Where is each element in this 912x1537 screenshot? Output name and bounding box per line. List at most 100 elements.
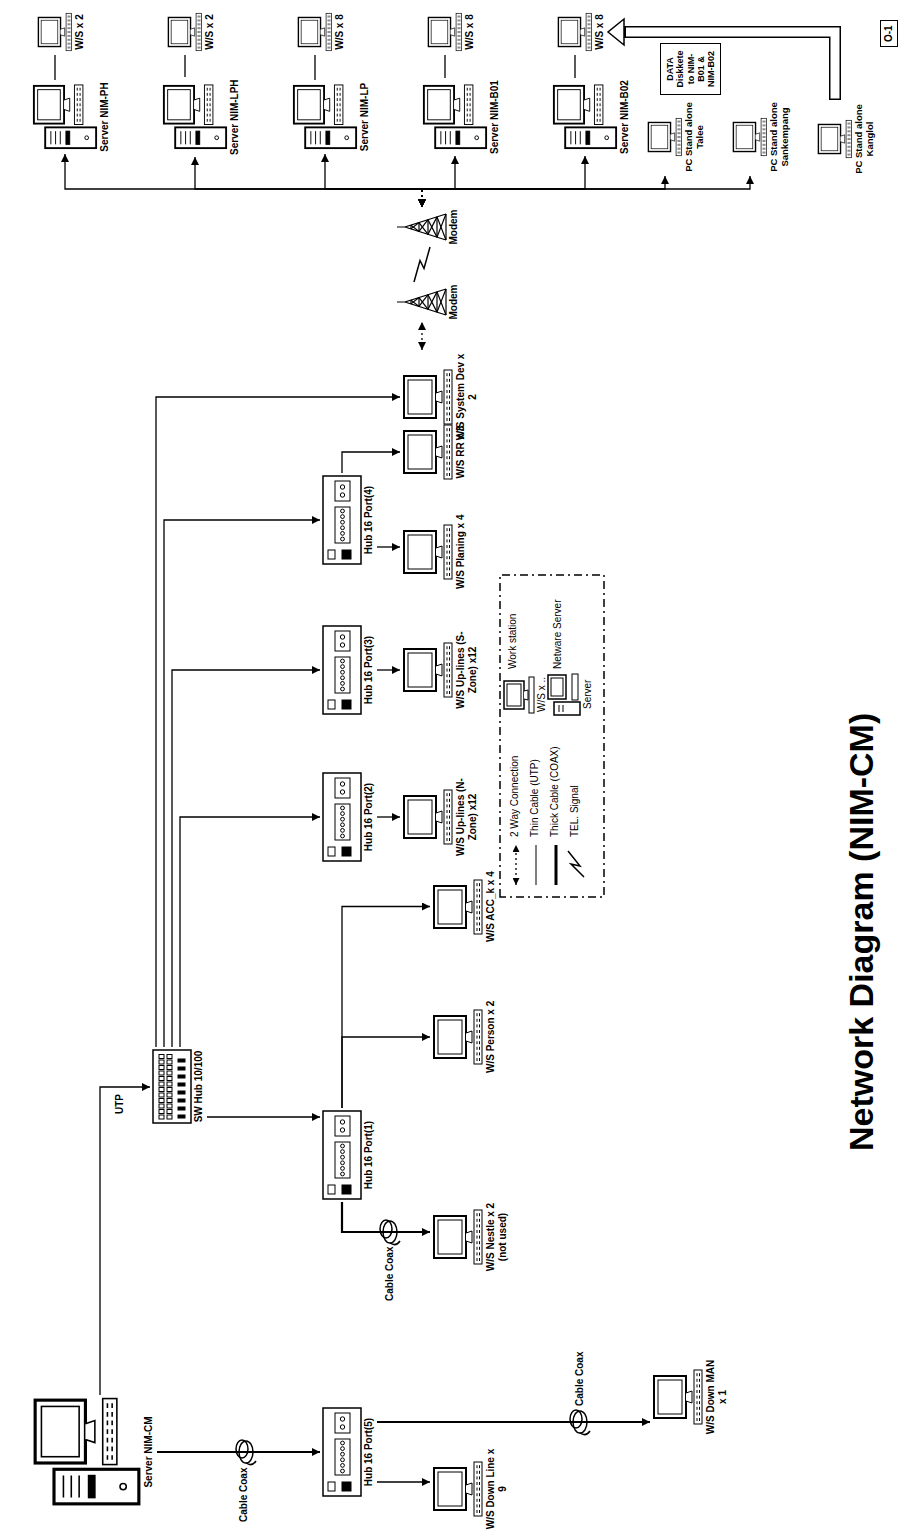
cable-label: Cable Coax (384, 1246, 396, 1302)
legend-two-way-sample (515, 845, 516, 885)
icon-holder (397, 284, 447, 320)
icon-holder (397, 209, 447, 245)
icon-holder (32, 1397, 142, 1507)
icon-holder (432, 871, 484, 942)
node-label: Modem (448, 209, 460, 245)
workstation-node: W/S Nestle x 2 (not used) (430, 1194, 510, 1280)
standalone-pc: PC Stand alone Kanglol (815, 100, 878, 178)
icon-holder (162, 79, 228, 155)
icon-holder (322, 1407, 362, 1497)
legend-workstation-icon (504, 677, 534, 713)
icon-holder (557, 11, 593, 53)
workstation-icon (402, 640, 454, 700)
hub-node: Hub 16 Port(3) (320, 623, 377, 717)
server-icon (32, 1397, 142, 1507)
legend-text: Netware Server (552, 600, 563, 669)
workstation-icon (297, 11, 333, 53)
server-icon (422, 82, 488, 152)
connector (422, 176, 750, 207)
workstation-node: W/S Down Line x 9 (430, 1446, 510, 1532)
node-label: W/S System Dev x 2 (455, 352, 478, 442)
node-label: Hub 16 Port(2) (363, 772, 375, 862)
workstation-icon (402, 522, 454, 582)
icon-holder (422, 80, 488, 154)
connector (156, 397, 400, 1047)
icon-holder (322, 625, 362, 715)
node-label: Modem (448, 284, 460, 320)
modem-node: Modem (395, 207, 462, 247)
connector (195, 157, 422, 207)
connector (342, 1202, 430, 1232)
node-label: Hub 16 Port(5) (363, 1407, 375, 1497)
server-node: Server NIM-B02 (550, 78, 633, 156)
node-label: DATA Diskkete to NIM-B01 & NIM-B02 (665, 47, 717, 91)
legend-text: 2 Way Connection (509, 756, 520, 837)
node-label: W/S Up-lines (N-Zone) x12 (455, 776, 478, 858)
workstation-icon (647, 116, 683, 158)
node-label: Server NIM-B02 (619, 80, 631, 154)
node-label: W/S ACC_k x 4 (485, 871, 497, 942)
icon-holder (552, 80, 618, 154)
connector (575, 55, 576, 78)
icon-holder (652, 1356, 704, 1438)
modem-node: Modem (395, 282, 462, 322)
connector (325, 154, 422, 207)
icon-holder (817, 102, 853, 176)
icon-holder (167, 11, 203, 53)
connector (100, 1087, 150, 1395)
workstation-icon (432, 877, 484, 937)
workstation-node: W/S x 2 (35, 9, 88, 55)
workstation-icon (732, 116, 768, 158)
node-label: W/S x 2 (204, 11, 216, 53)
connector (342, 907, 430, 1109)
connector (55, 55, 56, 80)
workstation-node: W/S Down MAN x 1 (650, 1354, 730, 1440)
icon-holder (432, 1196, 484, 1278)
connector (185, 55, 186, 77)
connector (377, 1482, 430, 1483)
icon-holder (432, 1448, 484, 1530)
connector (422, 322, 423, 350)
server-icon (292, 82, 358, 152)
connector (377, 817, 400, 818)
legend-tel-sample (568, 851, 584, 877)
icon-holder (402, 776, 454, 858)
node-label: W/S x 8 (594, 11, 606, 53)
node-label: Server NIM-CM (143, 1397, 155, 1507)
hub-icon (322, 625, 362, 715)
sheet-number: O-1 (880, 20, 898, 47)
standalone-pc: PC Stand alone Talee (645, 98, 708, 176)
workstation-icon (167, 11, 203, 53)
workstation-node: W/S x 8 (555, 9, 608, 55)
icon-holder (297, 11, 333, 53)
workstation-icon (817, 118, 853, 160)
connector (422, 176, 665, 207)
server-icon (32, 82, 98, 152)
server-icon (162, 82, 228, 152)
icon-holder (402, 352, 454, 442)
hub-node: Hub 16 Port(1) (320, 1108, 377, 1202)
workstation-icon (652, 1367, 704, 1427)
workstation-icon (402, 787, 454, 847)
icon-holder (322, 475, 362, 565)
diagram-title: Network Diagram (NIM-CM) (842, 713, 881, 1151)
legend-text: Thick Cable (COAX) (549, 746, 560, 837)
server-node: Server NIM-LPH (160, 77, 243, 157)
server-node: Server NIM-CM (30, 1395, 157, 1509)
workstation-node: W/S Person x 2 (430, 999, 499, 1075)
node-label: W/S x 2 (74, 11, 86, 53)
connector (422, 156, 585, 207)
legend-text: Work station (507, 614, 518, 669)
connector (207, 1117, 320, 1118)
node-label: PC Stand alone Sankempang (769, 100, 791, 174)
legend-caption: W/S x .. (536, 676, 548, 713)
connector (342, 1037, 430, 1108)
switch-hub-icon (152, 1049, 192, 1124)
hub-icon (322, 1407, 362, 1497)
icon-holder (402, 629, 454, 711)
icon-holder (432, 1001, 484, 1073)
connector (414, 247, 430, 282)
server-node: Server NIM-B01 (420, 78, 503, 156)
legend-caption: Server (582, 679, 594, 710)
